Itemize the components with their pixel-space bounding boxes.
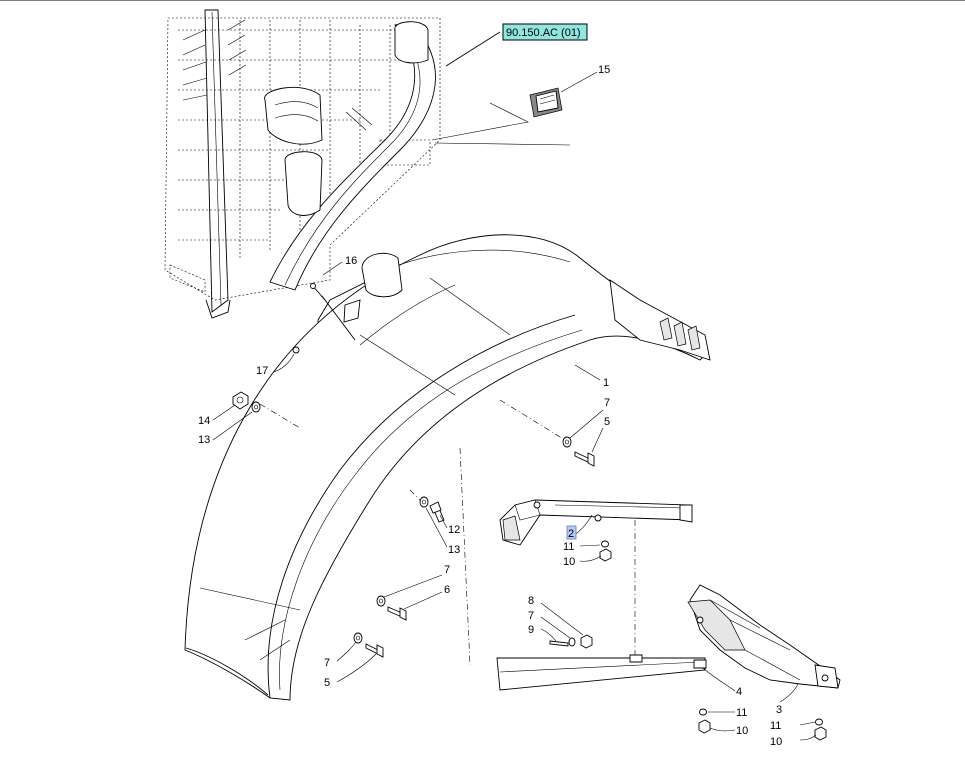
leader-7a bbox=[569, 409, 604, 439]
washer-7a bbox=[562, 436, 572, 448]
pin-9 bbox=[549, 640, 569, 647]
leader-7c bbox=[540, 616, 571, 639]
callout-15[interactable]: 15 bbox=[598, 64, 610, 76]
nut-8 bbox=[580, 634, 593, 649]
leader-9 bbox=[540, 628, 557, 642]
nut-10c bbox=[814, 726, 827, 741]
direction-arrow-2 bbox=[434, 142, 571, 146]
bolt-5a bbox=[574, 451, 595, 467]
callout-5[interactable]: 5 bbox=[604, 416, 610, 428]
leader-7b bbox=[383, 574, 443, 598]
align-vertical-1 bbox=[459, 447, 471, 666]
reference-link[interactable]: 90.150.AC (01) bbox=[502, 23, 588, 41]
callout-10[interactable]: 10 bbox=[563, 556, 575, 568]
nut-14 bbox=[232, 391, 249, 410]
leader-1 bbox=[574, 364, 601, 381]
leader-11c bbox=[799, 721, 816, 726]
callout-8[interactable]: 8 bbox=[528, 595, 534, 607]
callout-7c[interactable]: 7 bbox=[528, 610, 534, 622]
leader-13a bbox=[212, 411, 253, 441]
washer-7b bbox=[376, 595, 386, 607]
bolt-12 bbox=[429, 501, 445, 523]
nut-11b bbox=[699, 708, 707, 716]
leader-15 bbox=[560, 71, 598, 93]
callout-13b[interactable]: 13 bbox=[448, 544, 460, 556]
nut-10a bbox=[599, 548, 612, 562]
leader-17 bbox=[272, 353, 295, 373]
callout-2[interactable]: 2 bbox=[568, 528, 574, 540]
callout-11[interactable]: 11 bbox=[563, 541, 574, 553]
callout-10c[interactable]: 10 bbox=[770, 736, 782, 748]
callout-10b[interactable]: 10 bbox=[736, 725, 748, 737]
part-17-plug bbox=[292, 346, 300, 354]
callout-7[interactable]: 7 bbox=[604, 397, 610, 409]
align-7 bbox=[499, 399, 566, 441]
callout-7b[interactable]: 7 bbox=[444, 564, 450, 576]
leader-12 bbox=[439, 514, 448, 529]
leader-5a bbox=[591, 427, 604, 453]
callout-13[interactable]: 13 bbox=[198, 434, 210, 446]
leader-5b bbox=[336, 653, 377, 683]
reference-leader bbox=[445, 31, 501, 67]
washer-13a bbox=[251, 401, 261, 413]
callout-2-highlight[interactable] bbox=[566, 525, 577, 540]
callout-6[interactable]: 6 bbox=[444, 584, 450, 596]
callout-1[interactable]: 1 bbox=[603, 377, 609, 389]
bolt-5b bbox=[365, 643, 384, 658]
leader-6 bbox=[403, 591, 443, 610]
callout-16[interactable]: 16 bbox=[345, 255, 357, 267]
leader-7d bbox=[336, 641, 357, 662]
part-2-bracket bbox=[499, 499, 693, 546]
bolt-6 bbox=[387, 606, 407, 621]
cab-frame bbox=[164, 9, 441, 319]
part-16-screw bbox=[310, 283, 356, 341]
callout-9[interactable]: 9 bbox=[528, 624, 534, 636]
direction-arrow bbox=[431, 102, 529, 141]
leader-11a bbox=[579, 544, 601, 547]
reference-label[interactable]: 90.150.AC (01) bbox=[506, 27, 581, 39]
leader-10b bbox=[709, 727, 736, 732]
nut-11a bbox=[601, 540, 609, 548]
callout-14[interactable]: 14 bbox=[198, 415, 210, 427]
leader-10a bbox=[579, 555, 602, 562]
callout-12[interactable]: 12 bbox=[448, 524, 460, 536]
washer-13b bbox=[419, 496, 429, 508]
leader-8 bbox=[540, 602, 584, 636]
part-1-fender bbox=[184, 234, 711, 701]
nut-11c bbox=[815, 718, 823, 726]
washer-7c bbox=[568, 637, 576, 647]
part-4-support-bar bbox=[496, 654, 707, 691]
leader-4 bbox=[702, 667, 736, 692]
leader-16 bbox=[322, 261, 343, 276]
leader-14 bbox=[212, 404, 236, 421]
callout-2-selected[interactable]: 2 bbox=[566, 525, 577, 540]
callout-3[interactable]: 3 bbox=[776, 704, 782, 716]
callout-5b[interactable]: 5 bbox=[324, 677, 330, 689]
callout-11c[interactable]: 11 bbox=[770, 720, 781, 732]
washer-7d bbox=[353, 632, 363, 644]
callout-11b[interactable]: 11 bbox=[736, 707, 747, 719]
callout-7d[interactable]: 7 bbox=[324, 657, 330, 669]
part-3-bracket bbox=[687, 584, 841, 689]
part-15-grommet bbox=[529, 87, 563, 118]
nut-10b bbox=[698, 719, 711, 734]
align-12 bbox=[409, 489, 421, 501]
leader-13b bbox=[425, 507, 448, 548]
leader-3 bbox=[779, 683, 799, 703]
reference-highlight[interactable] bbox=[502, 23, 588, 41]
callout-4[interactable]: 4 bbox=[736, 686, 742, 698]
leader-10c bbox=[799, 734, 817, 741]
callout-17[interactable]: 17 bbox=[256, 365, 268, 377]
